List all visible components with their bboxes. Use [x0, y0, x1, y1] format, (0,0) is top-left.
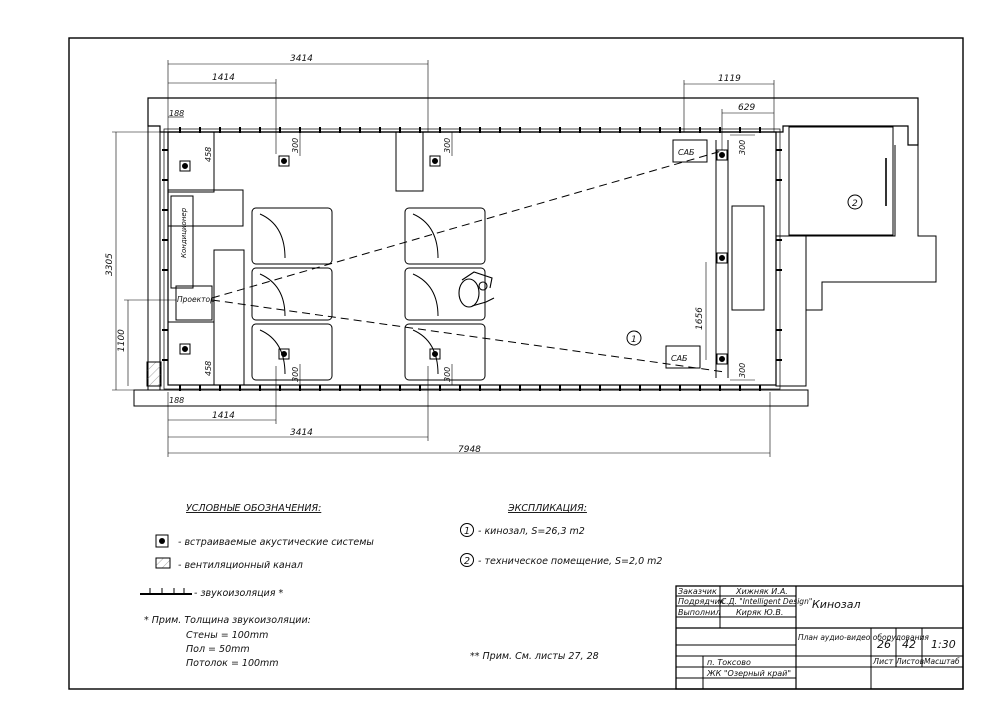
- place: п. Токсово: [707, 658, 751, 667]
- executor-value: Киряк Ю.В.: [736, 608, 783, 617]
- note-walls: Стены = 100mm: [186, 630, 268, 641]
- outer-wall-bottom: [133, 389, 809, 407]
- sheets-total: 42: [902, 638, 916, 651]
- conditioner-label: Кондиционер: [180, 207, 188, 258]
- right-niche: [775, 235, 807, 387]
- room2-marker: [847, 194, 863, 210]
- note-floor: Пол = 50mm: [186, 644, 250, 655]
- dim-top-overall: 3414: [290, 54, 313, 64]
- floor-plan: [112, 60, 937, 457]
- dim-bottom-left: 1414: [212, 411, 235, 421]
- screen-cabinet: [731, 205, 765, 311]
- sheet-number: 26: [877, 638, 891, 651]
- dim-top-small: 188: [169, 109, 184, 118]
- drawing-frame: [68, 37, 964, 690]
- dim-300-d: 300: [443, 367, 452, 382]
- legend-soundproof: - звукоизоляция *: [194, 588, 283, 599]
- contractor-value: С.Д. "Intelligent Design": [721, 597, 812, 606]
- scale-value: 1:30: [931, 638, 956, 651]
- room1-marker: [626, 330, 642, 346]
- dim-bottom-mid: 3414: [290, 428, 313, 438]
- dim-300-e: 300: [738, 140, 747, 155]
- projection-line-top: [211, 149, 726, 299]
- project-name: Кинозал: [812, 598, 861, 611]
- sub-bottom-label: САБ: [671, 354, 688, 363]
- subwoofer-bottom: [665, 345, 701, 369]
- tech-room: [788, 126, 894, 236]
- conditioner-frame: [167, 189, 244, 227]
- cinema-hall: [167, 131, 777, 386]
- complex: ЖК "Озерный край": [706, 669, 791, 678]
- dim-top-left: 1414: [212, 73, 235, 83]
- explication-title: ЭКСПЛИКАЦИЯ:: [507, 503, 587, 514]
- customer-label: Заказчик: [678, 587, 717, 596]
- dim-300-c: 300: [291, 367, 300, 382]
- legend-vent: - вентиляционный канал: [178, 560, 303, 571]
- footnote: ** Прим. См. листы 27, 28: [470, 651, 599, 662]
- subwoofer-top: [672, 139, 708, 163]
- legend-speakers: - встраиваемые акустические системы: [178, 537, 374, 548]
- plan-labels: 3414 1414 1119 629 188 3305 1100 188 141…: [105, 54, 858, 455]
- dim-speaker-depth-a: 458: [204, 147, 213, 162]
- dim-bottom-total: 7948: [458, 445, 481, 455]
- explication-item1: - кинозал, S=26,3 m2: [478, 526, 585, 537]
- customer-value: Хижняк И.А.: [735, 587, 788, 596]
- dim-right-mid: 1656: [695, 307, 705, 330]
- note-ceiling: Потолок = 100mm: [186, 658, 279, 669]
- dim-top-right-inner: 629: [738, 103, 755, 113]
- sheet-label: Лист: [872, 657, 894, 666]
- title-block: [675, 585, 964, 690]
- dimension-lines: [112, 60, 775, 457]
- conditioner: [170, 195, 194, 289]
- dim-300-a: 300: [291, 138, 300, 153]
- note-title: * Прим. Толщина звукоизоляции:: [144, 615, 311, 626]
- seat-row-right: [404, 207, 486, 381]
- dim-300-b: 300: [443, 138, 452, 153]
- projector: [175, 285, 213, 321]
- room2-number: 2: [852, 199, 858, 209]
- sheet-title: План аудио-видео оборудования: [798, 633, 929, 642]
- legend: УСЛОВНЫЕ ОБОЗНАЧЕНИЯ: - встраиваемые аку…: [140, 503, 374, 669]
- outer-wall-top: [147, 97, 919, 146]
- viewer-figure: [458, 271, 495, 308]
- sub-top-label: САБ: [678, 148, 695, 157]
- dim-left-height: 3305: [105, 253, 115, 276]
- partition-column: [395, 131, 424, 192]
- soundproof-ticks: [162, 127, 782, 391]
- explication: ЭКСПЛИКАЦИЯ: 1 - кинозал, S=26,3 m2 2 - …: [460, 503, 662, 662]
- explication-item2-num: 2: [464, 556, 470, 567]
- room1-number: 1: [631, 335, 637, 345]
- sheets-label: Листов: [895, 657, 924, 666]
- dim-left-small: 1100: [117, 329, 127, 352]
- projector-stand: [213, 249, 245, 386]
- title-block-text: Заказчик Хижняк И.А. Подрядчик С.Д. "Int…: [678, 587, 960, 678]
- explication-item2: - техническое помещение, S=2,0 m2: [478, 556, 662, 567]
- outer-wall-left: [147, 125, 161, 391]
- dim-300-f: 300: [738, 363, 747, 378]
- projection-line-bottom: [211, 299, 726, 373]
- dim-speaker-depth-b: 458: [204, 361, 213, 376]
- dim-bottom-small: 188: [169, 396, 184, 405]
- tech-room-walls: [805, 144, 937, 311]
- scale-label: Масштаб: [924, 657, 960, 666]
- executor-label: Выполнил: [678, 608, 721, 617]
- soundproof-layer: [163, 128, 781, 390]
- legend-title: УСЛОВНЫЕ ОБОЗНАЧЕНИЯ:: [186, 503, 321, 514]
- dim-top-right: 1119: [718, 74, 741, 84]
- speaker-icons: [179, 149, 728, 365]
- vent-channel: [146, 361, 162, 387]
- contractor-label: Подрядчик: [678, 597, 725, 606]
- projector-label: Проектор: [177, 295, 215, 304]
- seat-row-left: [251, 207, 333, 381]
- explication-item1-num: 1: [464, 526, 470, 537]
